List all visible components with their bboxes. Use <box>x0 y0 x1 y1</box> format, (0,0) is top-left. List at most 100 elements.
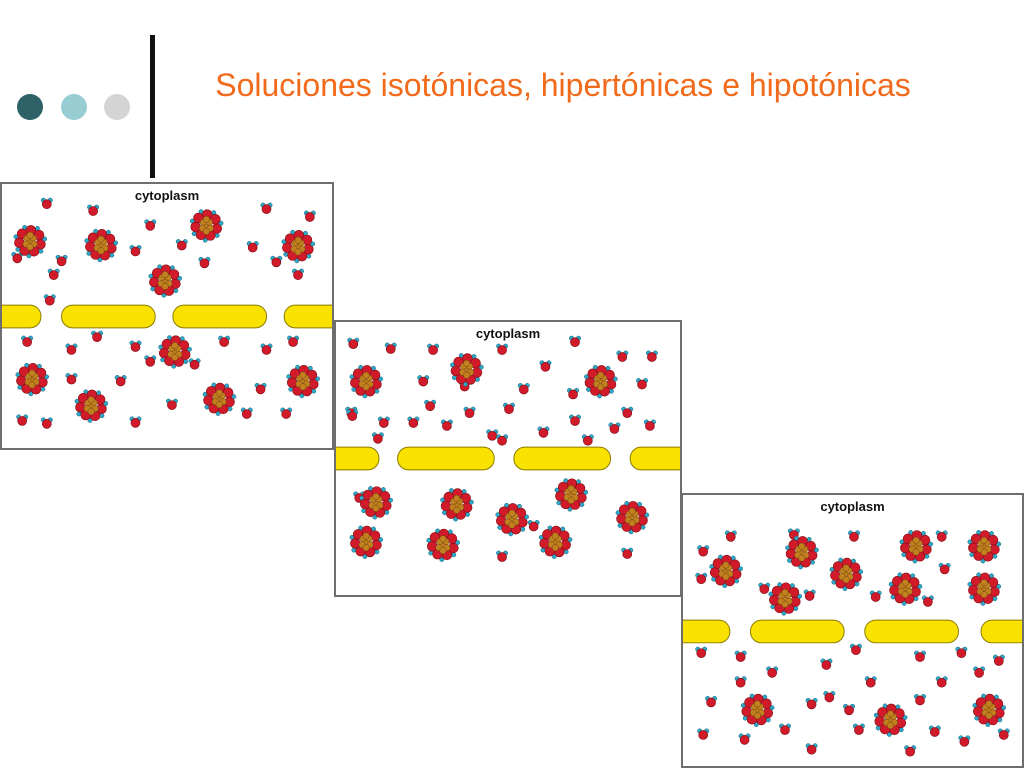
hydrated-solute <box>349 364 384 399</box>
panel-3-cytoplasm-label: cytoplasm <box>820 499 885 514</box>
water-molecule <box>992 654 1005 666</box>
water-molecule <box>616 350 629 362</box>
water-molecule <box>935 676 948 688</box>
decor-dot-gray <box>104 94 130 120</box>
hydrated-solute <box>972 693 1007 727</box>
water-molecule <box>621 547 634 559</box>
panel-1-cytoplasm-label: cytoplasm <box>134 188 200 203</box>
membrane-segment <box>683 619 731 644</box>
water-molecule <box>645 350 658 362</box>
water-molecule <box>260 202 273 214</box>
hydrated-solute <box>84 228 119 263</box>
water-molecule <box>539 360 552 372</box>
water-molecule <box>424 399 437 412</box>
water-molecule <box>848 530 860 542</box>
water-molecule <box>427 343 440 355</box>
hydrated-solute <box>554 478 589 512</box>
water-molecule <box>144 355 157 367</box>
water-molecule <box>724 530 737 542</box>
panel-1-diagram <box>2 197 332 429</box>
water-molecule <box>820 658 833 670</box>
hydrated-solute <box>148 264 183 298</box>
water-molecule <box>188 358 201 370</box>
hydrated-solute <box>768 582 803 616</box>
water-molecule <box>805 743 818 755</box>
hydrated-solute <box>450 353 484 387</box>
water-molecule <box>997 728 1010 740</box>
hydrated-solute <box>538 525 573 559</box>
water-molecule <box>496 550 509 562</box>
hydrated-solute <box>281 229 316 264</box>
water-molecule <box>371 432 384 444</box>
water-molecule <box>864 676 877 688</box>
water-molecule <box>91 330 104 343</box>
water-molecule <box>695 572 708 585</box>
hydrated-solute <box>189 209 224 243</box>
panel-2-diagram <box>336 335 680 562</box>
water-molecule <box>734 650 747 662</box>
water-molecule <box>55 254 68 267</box>
water-molecule <box>240 407 253 419</box>
hydrated-solute <box>440 488 474 522</box>
water-molecule <box>843 703 856 716</box>
panel-3-diagram <box>683 528 1022 757</box>
water-molecule <box>40 417 53 429</box>
water-molecule <box>87 204 100 216</box>
water-molecule <box>527 520 540 532</box>
hydrated-solute <box>202 382 237 416</box>
water-molecule <box>65 343 78 355</box>
hydrated-solute <box>873 703 908 737</box>
water-molecule <box>567 387 580 400</box>
osmosis-panel-2: cytoplasm <box>334 320 682 597</box>
hydrated-solute <box>15 362 50 397</box>
water-molecule <box>40 197 53 210</box>
hydrated-solute <box>709 554 743 589</box>
water-molecule <box>608 422 621 434</box>
water-molecule <box>303 210 316 222</box>
water-molecule <box>636 378 648 390</box>
water-molecule <box>246 241 259 253</box>
water-molecule <box>347 337 360 350</box>
water-molecule <box>914 650 926 662</box>
water-molecule <box>440 419 453 431</box>
water-molecule <box>904 745 917 757</box>
water-molecule <box>928 725 941 737</box>
water-molecule <box>914 694 926 706</box>
water-molecule <box>377 416 390 428</box>
water-molecule <box>165 398 178 410</box>
hydrated-solute <box>426 528 460 562</box>
water-molecule <box>738 733 751 745</box>
hydrated-solute <box>615 500 650 535</box>
water-molecule <box>287 335 300 347</box>
water-molecule <box>16 414 29 426</box>
water-molecule <box>803 589 816 601</box>
water-molecule <box>621 406 634 418</box>
water-molecule <box>643 419 656 431</box>
water-molecule <box>973 666 986 678</box>
slide-title: Soluciones isotónicas, hipertónicas e hi… <box>215 67 911 103</box>
water-molecule <box>805 697 818 710</box>
hydrated-solute <box>74 389 109 423</box>
membrane-segment <box>750 619 845 644</box>
water-molecule <box>175 239 188 251</box>
water-molecule <box>463 406 476 418</box>
water-molecule <box>129 416 142 428</box>
hydrated-solute <box>967 572 1002 606</box>
membrane-segment <box>397 446 495 471</box>
water-molecule <box>569 335 581 348</box>
water-molecule <box>695 646 708 658</box>
water-molecule <box>823 691 836 703</box>
water-molecule <box>270 255 283 268</box>
hydrated-solute <box>13 224 48 259</box>
membrane-segment <box>513 446 611 471</box>
water-molecule <box>705 695 718 708</box>
hydrated-solute <box>584 364 618 399</box>
decor-dot-teal <box>61 94 87 120</box>
water-molecule <box>569 414 581 426</box>
hydrated-solute <box>158 335 192 369</box>
water-molecule <box>384 342 397 354</box>
water-molecule <box>198 256 211 269</box>
hydrated-solute <box>740 693 775 727</box>
membrane-segment <box>864 619 959 644</box>
water-molecule <box>486 429 499 441</box>
